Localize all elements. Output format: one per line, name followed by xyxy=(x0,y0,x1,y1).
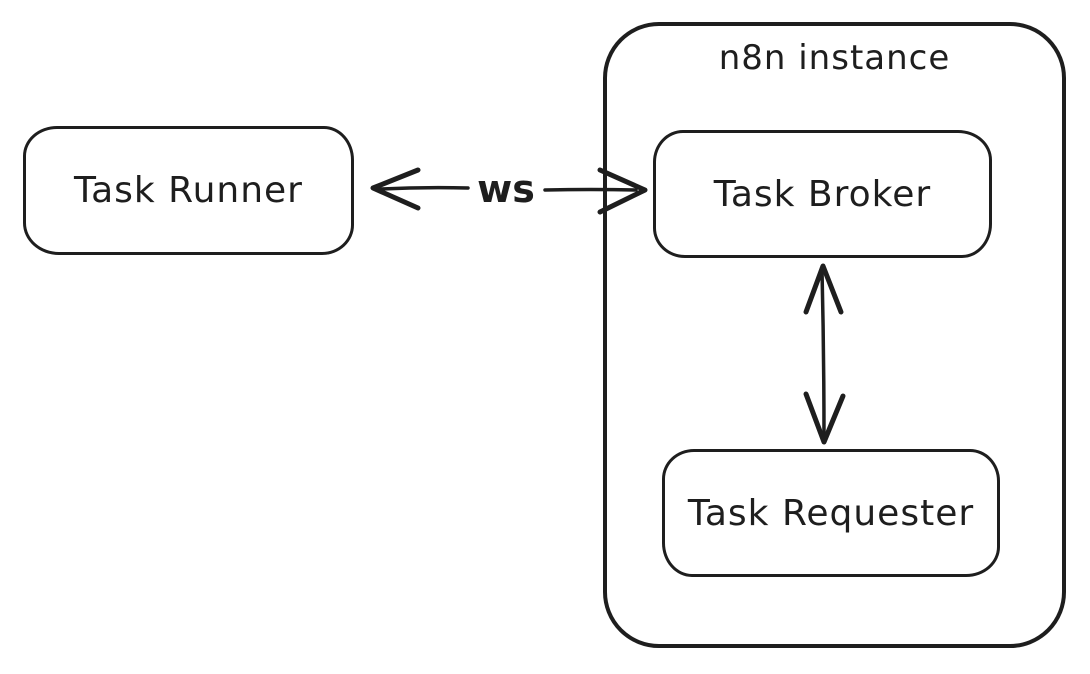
ws-arrow-label: ws xyxy=(470,164,542,214)
broker-requester-arrow-line xyxy=(820,268,826,440)
node-task-broker: Task Broker xyxy=(653,130,992,258)
arrow-head-up-icon xyxy=(803,263,844,315)
ws-arrow xyxy=(370,167,648,215)
node-task-broker-label: Task Broker xyxy=(713,173,932,215)
broker-requester-arrow xyxy=(803,263,846,445)
node-task-runner-label: Task Runner xyxy=(74,170,303,211)
arrow-head-down-icon xyxy=(803,391,846,445)
ws-arrow-left-line xyxy=(378,185,470,191)
ws-arrow-right-line xyxy=(543,187,638,192)
arrow-head-right-icon xyxy=(597,167,648,215)
arrow-head-left-icon xyxy=(370,167,421,211)
node-task-requester-label: Task Requester xyxy=(687,492,975,534)
node-task-requester: Task Requester xyxy=(662,449,1000,577)
node-task-runner: Task Runner xyxy=(23,126,354,255)
container-n8n-instance-label: n8n instance xyxy=(718,38,951,78)
